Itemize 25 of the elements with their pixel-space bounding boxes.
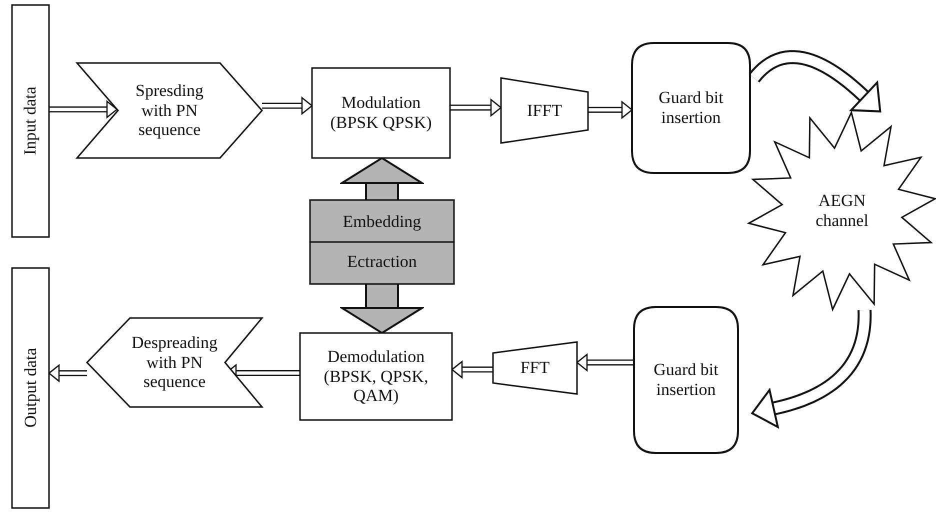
trapezoid-block bbox=[493, 342, 577, 394]
process-box bbox=[312, 68, 450, 158]
node-label: Despreading with PN sequence bbox=[130, 333, 218, 392]
chevron-shape bbox=[87, 318, 262, 407]
trapezoid-block bbox=[501, 78, 588, 143]
chevron-shape bbox=[77, 63, 262, 158]
node-label: IFFT bbox=[527, 100, 562, 120]
data-bar bbox=[12, 5, 49, 237]
rounded-box bbox=[632, 43, 750, 173]
rounded-box bbox=[634, 307, 738, 453]
node-label: Embedding bbox=[342, 212, 422, 232]
data-bar bbox=[12, 268, 49, 508]
node-label: Guard bit insertion bbox=[658, 88, 724, 128]
node-label: Guard bit insertion bbox=[652, 360, 720, 400]
node-label: Demodulation (BPSK, QPSK, QAM) bbox=[322, 347, 430, 406]
starburst-shape bbox=[748, 112, 936, 310]
node-label: AEGN channel bbox=[814, 191, 870, 231]
node-label: Modulation (BPSK QPSK) bbox=[329, 93, 433, 133]
node-label: Input data bbox=[20, 86, 40, 156]
process-box bbox=[300, 333, 452, 420]
node-label: Output data bbox=[20, 348, 40, 428]
node-label: FFT bbox=[520, 358, 550, 378]
node-label: Spresding with PN sequence bbox=[134, 81, 204, 140]
split-box bbox=[310, 200, 454, 284]
node-label: Ectraction bbox=[347, 252, 417, 272]
